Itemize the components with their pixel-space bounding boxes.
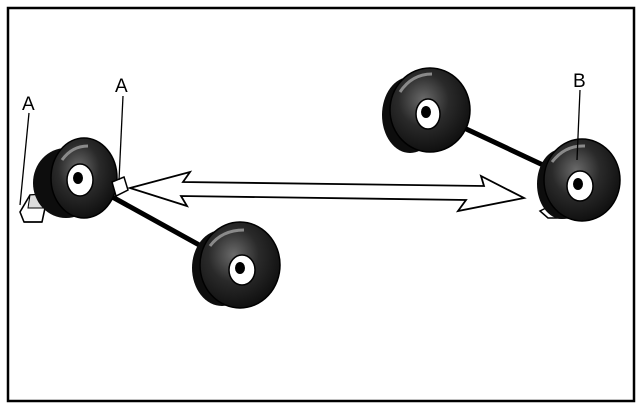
callout-b: B xyxy=(573,71,586,92)
callout-a-left: A xyxy=(22,94,35,115)
figure-frame xyxy=(6,6,636,403)
leader-line-b xyxy=(576,89,581,161)
callout-a-right: A xyxy=(115,76,128,97)
leader-line-a-left xyxy=(19,112,30,206)
double-arrow-icon xyxy=(126,170,527,213)
tire-rear-right xyxy=(537,138,621,222)
leader-line-a-right xyxy=(118,95,124,181)
tire-front-left xyxy=(33,137,118,219)
tire-rear-left xyxy=(192,221,281,309)
tire-front-right xyxy=(382,67,471,153)
wheel-chock-icon xyxy=(111,175,129,198)
